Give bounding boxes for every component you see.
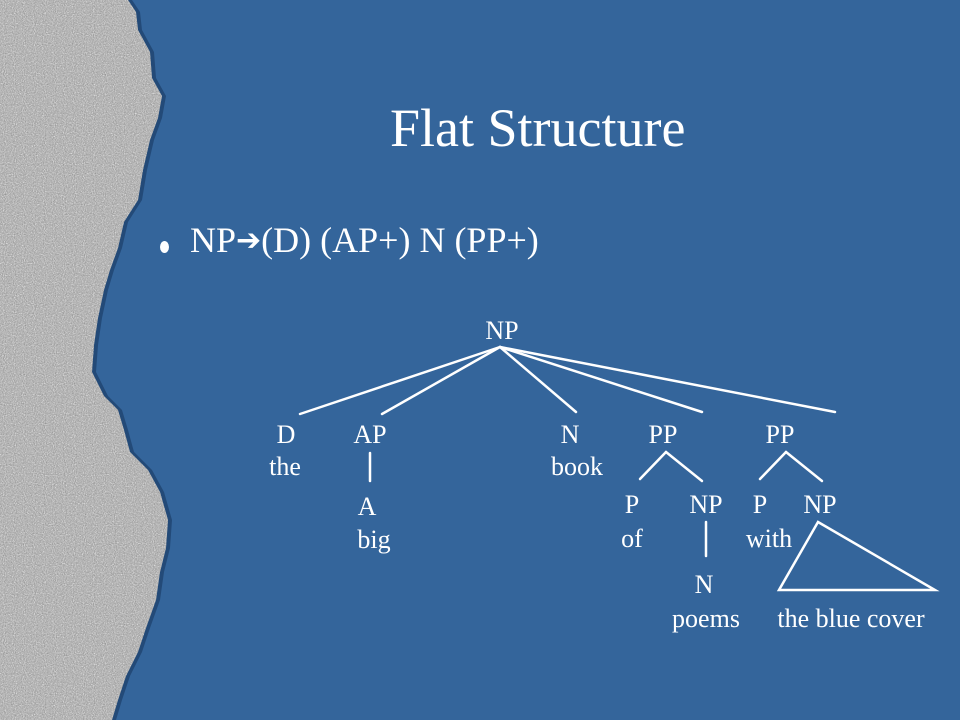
node-pp-of: PP — [648, 420, 678, 449]
word-of: of — [621, 524, 643, 553]
bullet-icon — [160, 241, 169, 253]
node-np-cover: NP — [803, 490, 837, 519]
rule-lhs: NP — [190, 220, 237, 260]
np-triangle — [776, 520, 940, 592]
node-ap: AP — [353, 420, 387, 449]
phrase-structure-rule: NP➔(D) (AP+) N (PP+) — [190, 218, 539, 263]
node-pp-with: PP — [765, 420, 795, 449]
node-a: A — [357, 492, 377, 521]
node-np-poems: NP — [689, 490, 723, 519]
node-n-poems: N — [694, 570, 714, 599]
word-the: the — [269, 452, 301, 481]
node-d: D — [276, 420, 296, 449]
edge-np-pp1 — [498, 345, 704, 414]
edge-np-ap — [380, 345, 502, 416]
right-arrow-icon: ➔ — [236, 223, 262, 258]
edge-np-d — [298, 345, 502, 416]
node-p-with: P — [752, 490, 768, 519]
granite-border — [0, 0, 172, 720]
edge-pp1-np — [664, 450, 704, 483]
word-the-blue-cover: the blue cover — [777, 604, 925, 633]
word-with: with — [745, 524, 793, 553]
edge-np-n — [498, 345, 578, 414]
edge-pp1-p — [638, 450, 668, 481]
rule-rhs: (D) (AP+) N (PP+) — [261, 220, 539, 260]
slide-title: Flat Structure — [390, 98, 686, 158]
word-book: book — [551, 452, 603, 481]
node-n: N — [560, 420, 580, 449]
edge-pp2-p — [758, 450, 788, 481]
word-big: big — [357, 525, 391, 554]
node-p-of: P — [624, 490, 640, 519]
edge-np-pp2 — [498, 345, 837, 414]
edge-pp2-np — [784, 450, 824, 483]
node-np-root: NP — [485, 316, 519, 345]
word-poems: poems — [672, 604, 740, 633]
